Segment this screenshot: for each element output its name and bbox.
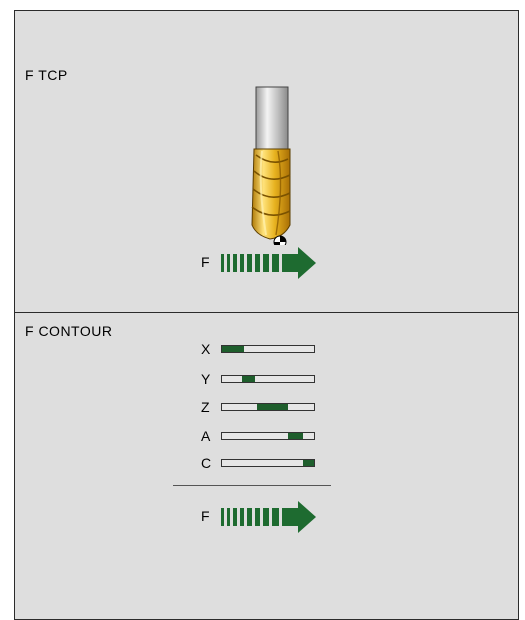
axis-bar bbox=[221, 345, 315, 353]
contour-feed-label: F bbox=[201, 508, 210, 524]
feed-arrow-icon bbox=[221, 247, 316, 279]
axis-label: X bbox=[201, 341, 211, 357]
axis-bar-fill bbox=[256, 404, 289, 410]
panel-divider bbox=[15, 312, 518, 313]
tcp-feed-label: F bbox=[201, 254, 210, 270]
axis-label: C bbox=[201, 455, 212, 471]
end-mill-icon bbox=[251, 86, 291, 245]
axis-label: A bbox=[201, 428, 211, 444]
axis-label: Y bbox=[201, 371, 211, 387]
axis-bar bbox=[221, 432, 315, 440]
axis-bar-fill bbox=[242, 376, 256, 382]
contour-section-title: F CONTOUR bbox=[25, 323, 113, 339]
axis-bar-fill bbox=[222, 346, 245, 352]
axis-bar bbox=[221, 375, 315, 383]
axis-label: Z bbox=[201, 399, 210, 415]
axis-bar bbox=[221, 403, 315, 411]
tcp-section-title: F TCP bbox=[25, 67, 68, 83]
axis-bar bbox=[221, 459, 315, 467]
axis-bar-fill bbox=[288, 433, 303, 439]
feed-arrow-icon bbox=[221, 501, 316, 533]
feed-display-panel: F TCP bbox=[14, 10, 519, 620]
axis-bar-fill bbox=[302, 460, 314, 466]
contour-separator bbox=[173, 485, 331, 486]
tool-center-point-icon bbox=[273, 235, 287, 245]
